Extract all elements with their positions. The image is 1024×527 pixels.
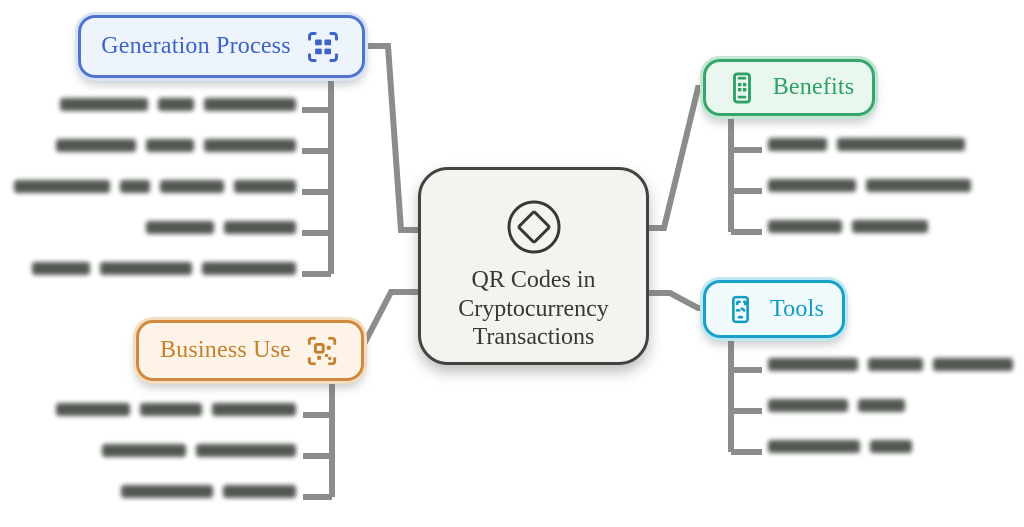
leaf-item-redacted (768, 435, 912, 455)
redacted-word-bar (121, 485, 213, 498)
redacted-word-bar (204, 139, 296, 152)
qr-scan-frame-icon (307, 336, 337, 365)
redacted-word-bar (866, 179, 971, 192)
branch-label-benefits: Benefits (772, 74, 855, 100)
branch-label-business-use: Business Use (159, 337, 292, 363)
redacted-word-bar (56, 403, 130, 416)
benefits-leaf-ticks (728, 116, 762, 235)
generation-process-leaves (14, 93, 296, 277)
redacted-word-bar (100, 262, 192, 275)
branch-node-business-use: Business Use (136, 320, 364, 381)
leaf-item-redacted (768, 394, 905, 414)
leaf-item-redacted (56, 134, 296, 154)
redacted-word-bar (224, 221, 296, 234)
connector-generation-to-center (363, 43, 418, 233)
redacted-word-bar (158, 98, 194, 111)
business-use-leaves (56, 398, 296, 500)
business-leaf-ticks (303, 383, 335, 500)
redacted-word-bar (870, 440, 912, 453)
redacted-word-bar (202, 262, 296, 275)
redacted-word-bar (852, 220, 928, 233)
redacted-word-bar (204, 98, 296, 111)
branch-label-generation-process: Generation Process (101, 33, 291, 59)
redacted-word-bar (212, 403, 296, 416)
branch-label-tools: Tools (770, 295, 824, 322)
redacted-word-bar (933, 358, 1013, 371)
redacted-word-bar (146, 139, 194, 152)
leaf-item-redacted (768, 174, 971, 194)
tools-leaf-ticks (728, 338, 762, 455)
leaf-item-redacted (32, 257, 296, 277)
redacted-word-bar (234, 180, 296, 193)
tools-leaves (768, 353, 1013, 455)
redacted-word-bar (102, 444, 186, 457)
redacted-word-bar (120, 180, 150, 193)
redacted-word-bar (196, 444, 296, 457)
redacted-word-bar (140, 403, 202, 416)
redacted-word-bar (56, 139, 136, 152)
redacted-word-bar (32, 262, 90, 275)
redacted-word-bar (160, 180, 224, 193)
redacted-word-bar (60, 98, 148, 111)
connector-center-to-benefits (648, 85, 703, 231)
leaf-item-redacted (768, 133, 965, 153)
redacted-word-bar (14, 180, 110, 193)
redacted-word-bar (768, 220, 842, 233)
redacted-word-bar (768, 440, 860, 453)
central-title-line-3: Transactions (472, 324, 595, 351)
redacted-word-bar (768, 399, 848, 412)
leaf-item-redacted (14, 175, 296, 195)
benefits-leaves (768, 133, 971, 235)
qr-code-scan-icon (307, 31, 338, 62)
generation-leaf-ticks (302, 78, 334, 277)
redacted-word-bar (768, 179, 856, 192)
leaf-item-redacted (768, 353, 1013, 373)
redacted-word-bar (858, 399, 905, 412)
central-title-line-2: Cryptocurrency (458, 295, 609, 322)
redacted-word-bar (146, 221, 214, 234)
leaf-item-redacted (121, 480, 296, 500)
redacted-word-bar (223, 485, 296, 498)
leaf-item-redacted (146, 216, 296, 236)
leaf-item-redacted (102, 439, 296, 459)
branch-node-tools: Tools (703, 280, 845, 338)
redacted-word-bar (868, 358, 923, 371)
branch-node-generation-process: Generation Process (78, 15, 365, 78)
phone-qr-icon (732, 71, 751, 104)
central-title: QR Codes in Cryptocurrency Transactions (458, 266, 609, 352)
connector-center-to-tools (648, 290, 703, 311)
branch-node-benefits: Benefits (703, 59, 875, 116)
redacted-word-bar (768, 138, 827, 151)
redacted-word-bar (837, 138, 965, 151)
redacted-word-bar (768, 358, 858, 371)
leaf-item-redacted (768, 215, 928, 235)
connector-business-to-center (358, 289, 418, 352)
circle-diamond-icon (507, 200, 560, 254)
leaf-item-redacted (56, 398, 296, 418)
leaf-item-redacted (60, 93, 296, 113)
phone-scan-icon (732, 295, 749, 323)
central-node: QR Codes in Cryptocurrency Transactions (418, 167, 649, 365)
central-title-line-1: QR Codes in (471, 267, 596, 294)
